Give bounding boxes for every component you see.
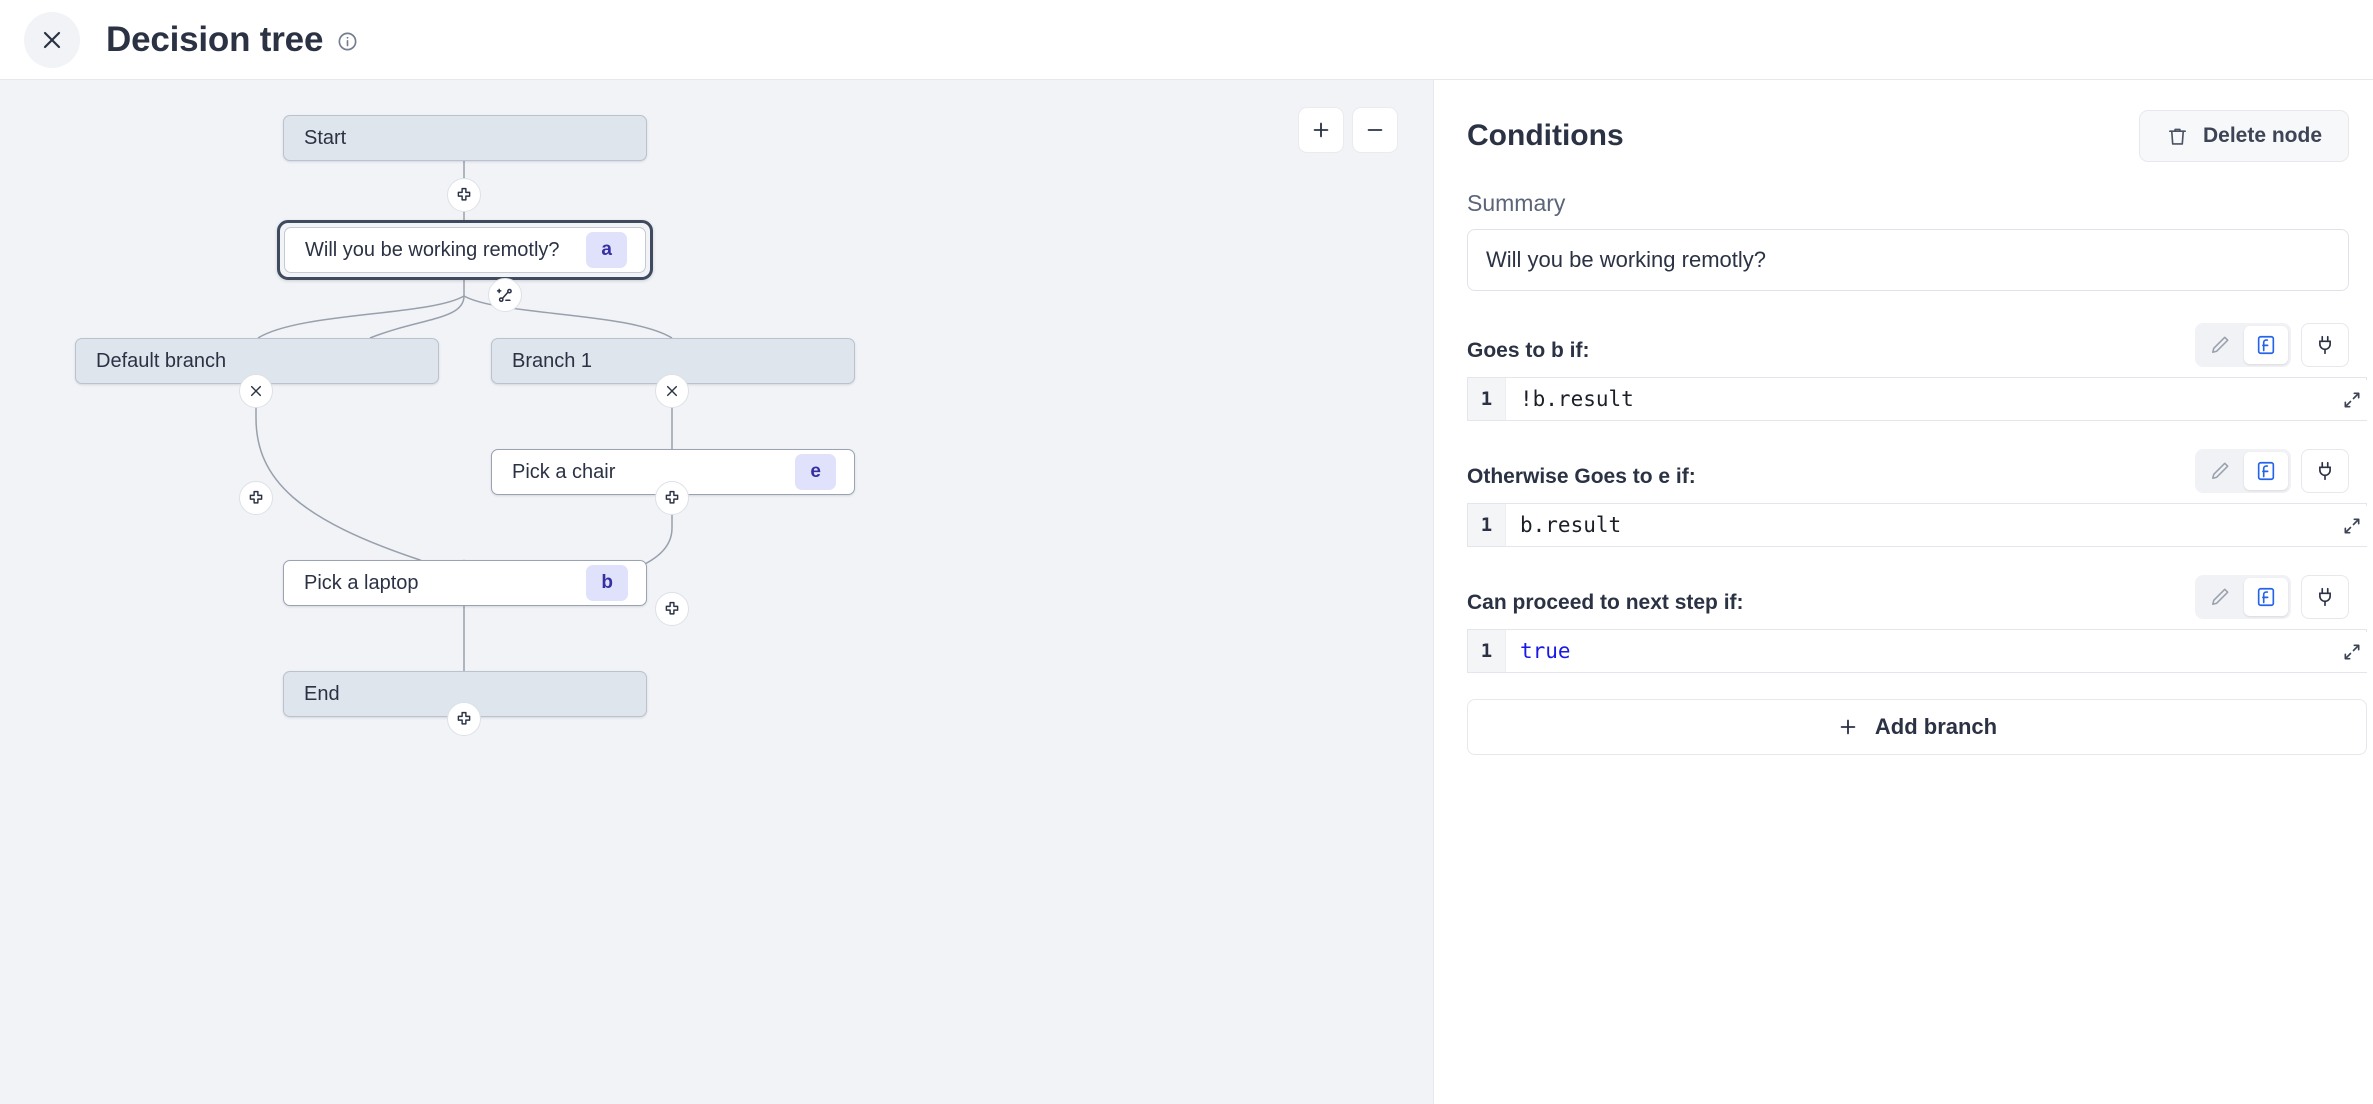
app-header: Decision tree	[0, 0, 2373, 80]
connect-button[interactable]	[2301, 323, 2349, 367]
remove-branch-handle-right[interactable]	[655, 374, 689, 408]
zoom-in-button[interactable]	[1298, 107, 1344, 153]
line-number: 1	[1468, 630, 1506, 672]
pencil-icon	[2211, 588, 2229, 606]
panel-title: Conditions	[1467, 119, 1624, 152]
add-node-handle-laptop-end[interactable]	[447, 702, 481, 736]
add-node-handle-start-a[interactable]	[447, 178, 481, 212]
edit-mode-button[interactable]	[2198, 452, 2242, 490]
plug-icon	[2319, 335, 2331, 355]
edit-mode-button[interactable]	[2198, 326, 2242, 364]
delete-node-button[interactable]: Delete node	[2138, 110, 2349, 162]
code-content: !b.result	[1520, 387, 1634, 411]
expand-diagonal-icon	[2344, 644, 2360, 660]
info-circle-icon[interactable]	[337, 31, 358, 52]
node-label: Pick a laptop	[304, 571, 419, 594]
code-content: b.result	[1520, 513, 1622, 537]
condition-header-0: Goes to b if:	[1467, 321, 2349, 367]
condition-tools	[2195, 449, 2349, 493]
node-label: Default branch	[96, 349, 227, 372]
expand-diagonal-icon	[2344, 518, 2360, 534]
condition-header-1: Otherwise Goes to e if:	[1467, 447, 2349, 493]
add-node-icon	[457, 187, 471, 201]
add-node-icon	[249, 490, 263, 504]
function-mode-button[interactable]	[2244, 578, 2288, 616]
node-label: Will you be working remotly?	[305, 238, 560, 261]
add-node-handle-chair[interactable]	[655, 592, 689, 626]
editor-mode-toggle	[2195, 449, 2291, 493]
add-node-icon	[665, 601, 679, 615]
plug-icon	[2319, 461, 2331, 481]
connect-button[interactable]	[2301, 449, 2349, 493]
editor-mode-toggle	[2195, 575, 2291, 619]
plus-icon	[1313, 122, 1329, 138]
flow-node-e[interactable]: Pick a chair e	[491, 449, 855, 495]
condition-tools	[2195, 323, 2349, 367]
node-badge: a	[586, 232, 627, 268]
node-badge: e	[795, 454, 836, 490]
delete-node-label: Delete node	[2202, 124, 2322, 147]
condition-code-editor-0[interactable]: 1 !b.result	[1467, 377, 2372, 421]
flow-node-a[interactable]: Will you be working remotly? a	[284, 227, 646, 273]
plug-icon	[2319, 587, 2331, 607]
page-title: Decision tree	[106, 19, 324, 59]
flow-edges	[255, 161, 673, 671]
expand-editor-button[interactable]	[2332, 380, 2372, 420]
node-label: End	[304, 682, 340, 705]
summary-label: Summary	[1467, 190, 1566, 216]
summary-input[interactable]	[1467, 229, 2349, 291]
function-icon	[2257, 461, 2275, 481]
node-label: Pick a chair	[512, 460, 616, 483]
expand-diagonal-icon	[2344, 392, 2360, 408]
connect-button[interactable]	[2301, 575, 2349, 619]
expand-editor-button[interactable]	[2332, 632, 2372, 672]
conditions-panel-header: Conditions Delete node	[1467, 110, 2349, 162]
zoom-controls	[1298, 107, 1398, 153]
close-button[interactable]	[24, 11, 80, 68]
zoom-out-button[interactable]	[1352, 107, 1398, 153]
condition-header-2: Can proceed to next step if:	[1467, 573, 2349, 619]
line-number: 1	[1468, 378, 1506, 420]
condition-label: Can proceed to next step if:	[1467, 591, 1744, 614]
conditions-panel: Conditions Delete node Summary Goes to b…	[1435, 80, 2373, 1104]
code-content: true	[1520, 639, 1571, 663]
remove-branch-handle-left[interactable]	[239, 374, 273, 408]
flow-node-a-selection-ring: Will you be working remotly? a	[277, 220, 653, 280]
add-node-icon	[665, 490, 679, 504]
function-mode-button[interactable]	[2244, 326, 2288, 364]
function-icon	[2257, 587, 2275, 607]
condition-code-editor-2[interactable]: 1 true	[1467, 629, 2372, 673]
close-icon	[43, 31, 61, 48]
add-node-handle-default-branch[interactable]	[239, 481, 273, 515]
flow-node-start[interactable]: Start	[283, 115, 647, 161]
node-label: Start	[304, 126, 347, 149]
condition-label: Goes to b if:	[1467, 339, 1590, 362]
flow-node-b[interactable]: Pick a laptop b	[283, 560, 647, 606]
condition-label: Otherwise Goes to e if:	[1467, 465, 1696, 488]
add-branch-label: Add branch	[1874, 714, 1998, 739]
branch-split-icon	[496, 288, 512, 302]
function-icon	[2257, 335, 2275, 355]
plus-icon	[1840, 719, 1856, 735]
edit-mode-button[interactable]	[2198, 578, 2242, 616]
function-mode-button[interactable]	[2244, 452, 2288, 490]
flow-canvas[interactable]: Start Will you be working remotly? a Def…	[0, 80, 1434, 1104]
add-node-handle-branch-1[interactable]	[655, 481, 689, 515]
pencil-icon	[2211, 336, 2229, 354]
line-number: 1	[1468, 504, 1506, 546]
minus-icon	[1367, 129, 1383, 131]
trash-icon	[2168, 128, 2186, 145]
close-icon	[250, 385, 262, 397]
expand-editor-button[interactable]	[2332, 506, 2372, 546]
condition-code-editor-1[interactable]: 1 b.result	[1467, 503, 2372, 547]
close-icon	[666, 385, 678, 397]
add-branch-button[interactable]: Add branch	[1467, 699, 2367, 755]
pencil-icon	[2211, 462, 2229, 480]
add-node-icon	[457, 711, 471, 725]
branch-split-handle[interactable]	[488, 278, 522, 312]
condition-tools	[2195, 575, 2349, 619]
node-label: Branch 1	[512, 349, 593, 372]
node-badge: b	[586, 565, 628, 601]
editor-mode-toggle	[2195, 323, 2291, 367]
